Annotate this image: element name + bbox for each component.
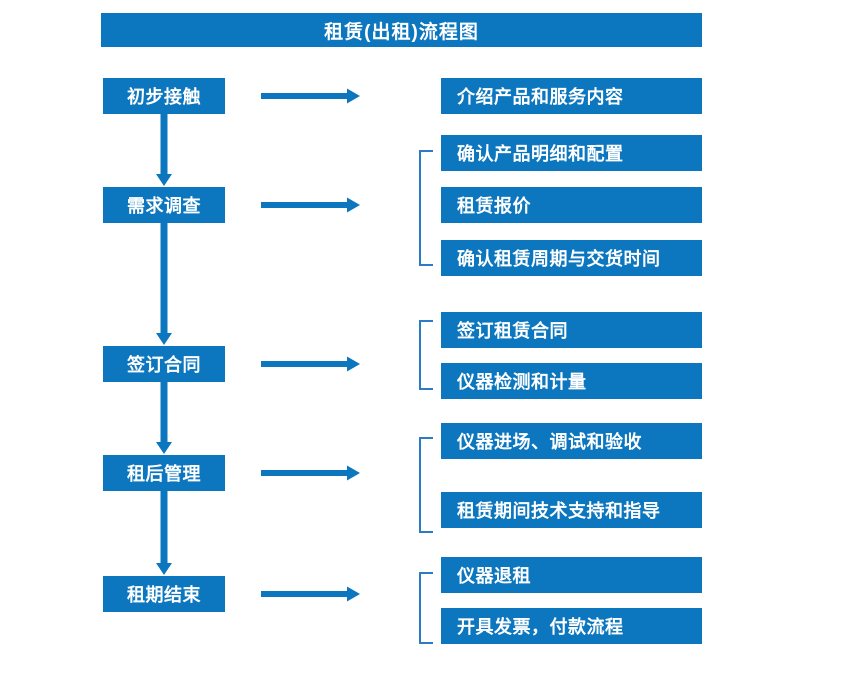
group-bracket-1 [419,150,433,266]
stage-box-3[interactable]: 签订合同 [103,346,225,382]
page-title: 租赁(出租)流程图 [101,13,702,47]
detail-box-5[interactable]: 签订租赁合同 [441,312,702,348]
stage-box-4[interactable]: 租后管理 [103,455,225,491]
detail-box-1[interactable]: 介绍产品和服务内容 [441,78,702,114]
group-bracket-3 [419,437,433,533]
group-bracket-2 [419,320,433,390]
detail-box-3[interactable]: 租赁报价 [441,187,702,223]
detail-box-8[interactable]: 租赁期间技术支持和指导 [441,492,702,528]
detail-box-10[interactable]: 开具发票，付款流程 [441,608,702,644]
stage-box-2[interactable]: 需求调查 [103,187,225,223]
arrow-right-icon-4 [261,463,361,483]
arrow-right-icon-1 [261,86,361,106]
detail-box-7[interactable]: 仪器进场、调试和验收 [441,423,702,459]
arrow-down-icon-3 [154,382,174,455]
group-bracket-4 [419,572,433,644]
arrow-down-icon-4 [154,491,174,576]
arrow-right-icon-2 [261,195,361,215]
arrow-right-icon-3 [261,354,361,374]
detail-box-2[interactable]: 确认产品明细和配置 [441,135,702,171]
stage-box-1[interactable]: 初步接触 [103,78,225,114]
arrow-down-icon-1 [154,114,174,187]
detail-box-6[interactable]: 仪器检测和计量 [441,363,702,399]
stage-box-5[interactable]: 租期结束 [103,576,225,612]
detail-box-4[interactable]: 确认租赁周期与交货时间 [441,240,702,276]
arrow-right-icon-5 [261,584,361,604]
arrow-down-icon-2 [154,223,174,346]
detail-box-9[interactable]: 仪器退租 [441,557,702,593]
